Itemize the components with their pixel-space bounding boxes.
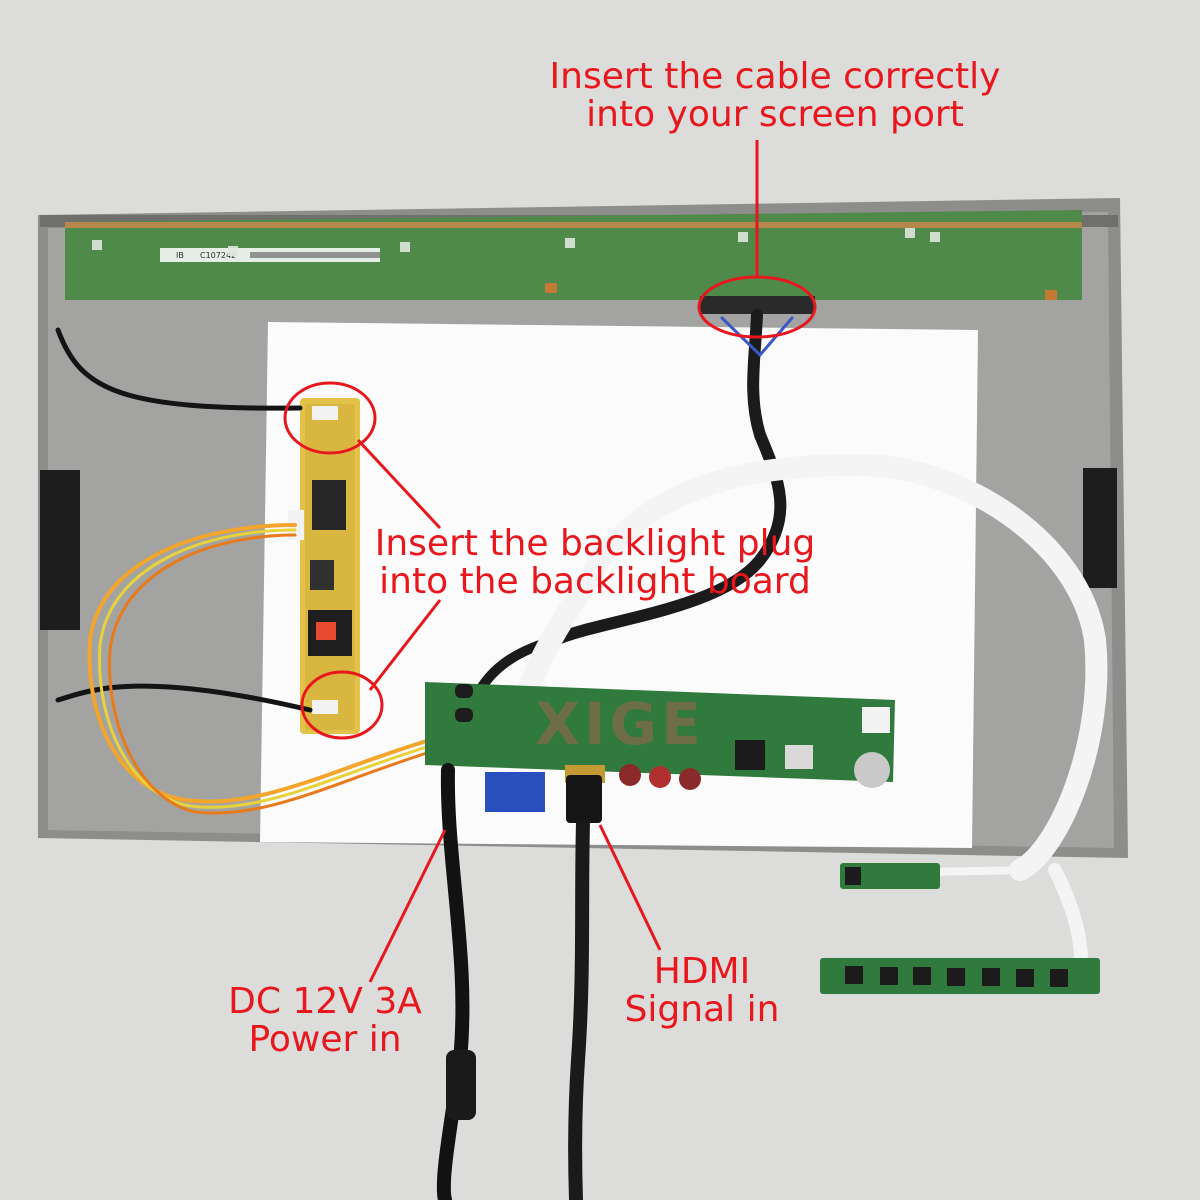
- annotation-hdmi-line1: HDMI: [653, 951, 751, 992]
- ferrite-core: [446, 1050, 476, 1120]
- hdmi-cable: [568, 783, 591, 1200]
- dc-power-cable: [436, 763, 470, 1200]
- annotation-hdmi-line2: Signal in: [624, 989, 780, 1030]
- annotation-backlight-line2: into the backlight board: [379, 561, 811, 602]
- annotation-backlight-line1: Insert the backlight plug: [374, 523, 816, 564]
- annotation-hdmi: HDMI Signal in: [612, 953, 792, 1029]
- board-code: C107242: [200, 251, 236, 260]
- backlight-wires: [55, 327, 432, 815]
- annotation-power-line1: DC 12V 3A: [228, 981, 422, 1022]
- keypad-board: [820, 958, 1100, 994]
- annotation-screen-port: Insert the cable correctly into your scr…: [540, 58, 1010, 134]
- annotation-pointers: [356, 140, 759, 983]
- inverter-board: [288, 398, 360, 734]
- annotation-power-line2: Power in: [248, 1019, 402, 1060]
- annotation-screen-port-line2: into your screen port: [586, 94, 964, 135]
- board-tag: IB: [176, 251, 184, 260]
- annotation-screen-port-line1: Insert the cable correctly: [549, 56, 1001, 97]
- brand-watermark: XIGE: [535, 690, 705, 758]
- controller-board: [425, 682, 895, 812]
- annotation-power: DC 12V 3A Power in: [210, 983, 440, 1059]
- tcon-board: IB C107242: [65, 210, 1082, 314]
- annotation-backlight: Insert the backlight plug into the backl…: [370, 525, 820, 601]
- ir-receiver-board: [840, 863, 940, 889]
